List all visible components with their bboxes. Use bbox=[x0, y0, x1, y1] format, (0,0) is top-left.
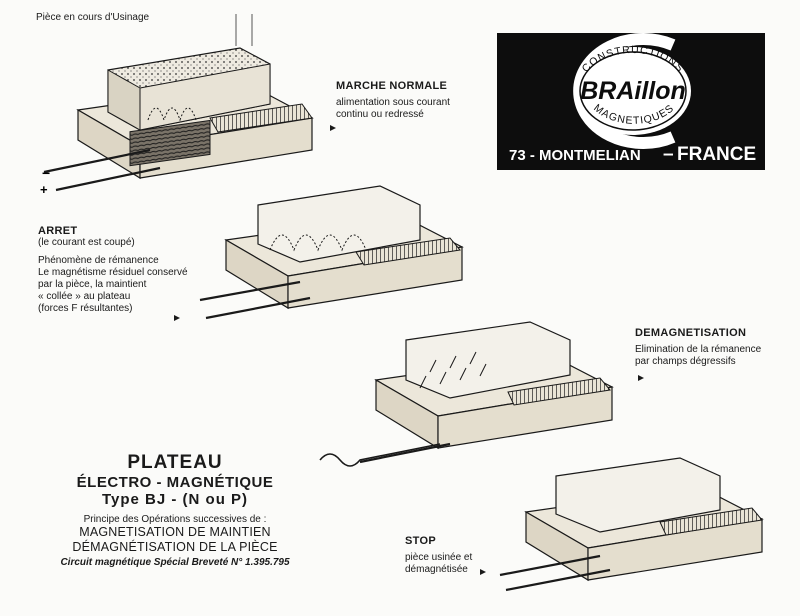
terminal-minus: − bbox=[42, 165, 50, 181]
stage-title: STOP bbox=[405, 535, 436, 547]
stage-line: Elimination de la rémanence bbox=[635, 344, 762, 355]
product-line4: Principe des Opérations successives de : bbox=[83, 514, 267, 525]
stage-line: Phénomène de rémanence bbox=[38, 255, 159, 266]
arrow-marks bbox=[174, 125, 644, 575]
plate-marche-normale: − + bbox=[40, 14, 314, 197]
stage-demagnetisation: DEMAGNETISATION Elimination de la rémane… bbox=[635, 327, 761, 368]
stage-line: par champs dégressifs bbox=[635, 356, 736, 367]
logo-dash: – bbox=[663, 144, 674, 165]
logo-address-country: FRANCE bbox=[677, 144, 756, 165]
stage-line: par la pièce, la maintient bbox=[38, 279, 147, 290]
stage-line: (forces F résultantes) bbox=[38, 303, 133, 314]
terminal-plus: + bbox=[40, 182, 48, 197]
plate-stop bbox=[499, 457, 764, 592]
stage-line: Le magnétisme résiduel conservé bbox=[38, 267, 188, 278]
logo-brand: BRAillon bbox=[580, 77, 686, 105]
stage-line: démagnétisée bbox=[405, 564, 468, 575]
stage-arret: ARRET (le courant est coupé) Phénomène d… bbox=[38, 225, 188, 315]
product-line5: MAGNETISATION DE MAINTIEN bbox=[79, 525, 271, 539]
stage-title: MARCHE NORMALE bbox=[336, 80, 448, 92]
logo-address-city: 73 - MONTMELIAN bbox=[509, 147, 641, 164]
product-line3: Type BJ - (N ou P) bbox=[101, 491, 249, 508]
stage-line: « collée » au plateau bbox=[38, 291, 131, 302]
product-title-block: PLATEAU ÉLECTRO - MAGNÉTIQUE Type BJ - (… bbox=[30, 452, 320, 568]
stage-line: pièce usinée et bbox=[405, 552, 473, 563]
top-caption: Pièce en cours d'Usinage bbox=[36, 12, 150, 23]
plate-demagnetisation bbox=[319, 321, 614, 467]
stage-title: ARRET bbox=[38, 225, 78, 237]
product-line2: ÉLECTRO - MAGNÉTIQUE bbox=[76, 474, 274, 491]
logo-graphic: CONSTRUCTIONS MAGNETIQUES BRAillon 73 - … bbox=[509, 33, 756, 165]
product-line7: Circuit magnétique Spécial Breveté N° 1.… bbox=[60, 557, 290, 568]
stage-stop: STOP pièce usinée et démagnétisée bbox=[405, 535, 472, 576]
stage-line: continu ou redressé bbox=[336, 109, 424, 120]
product-line6: DÉMAGNÉTISATION DE LA PIÈCE bbox=[72, 540, 278, 554]
stage-title: DEMAGNETISATION bbox=[635, 327, 747, 339]
product-line1: PLATEAU bbox=[127, 452, 223, 473]
stage-marche-normale: MARCHE NORMALE alimentation sous courant… bbox=[336, 80, 450, 121]
plate-arret bbox=[199, 185, 464, 320]
stage-line: alimentation sous courant bbox=[336, 97, 450, 108]
company-logo: CONSTRUCTIONS MAGNETIQUES BRAillon 73 - … bbox=[497, 33, 765, 170]
stage-subtitle: (le courant est coupé) bbox=[38, 237, 135, 248]
